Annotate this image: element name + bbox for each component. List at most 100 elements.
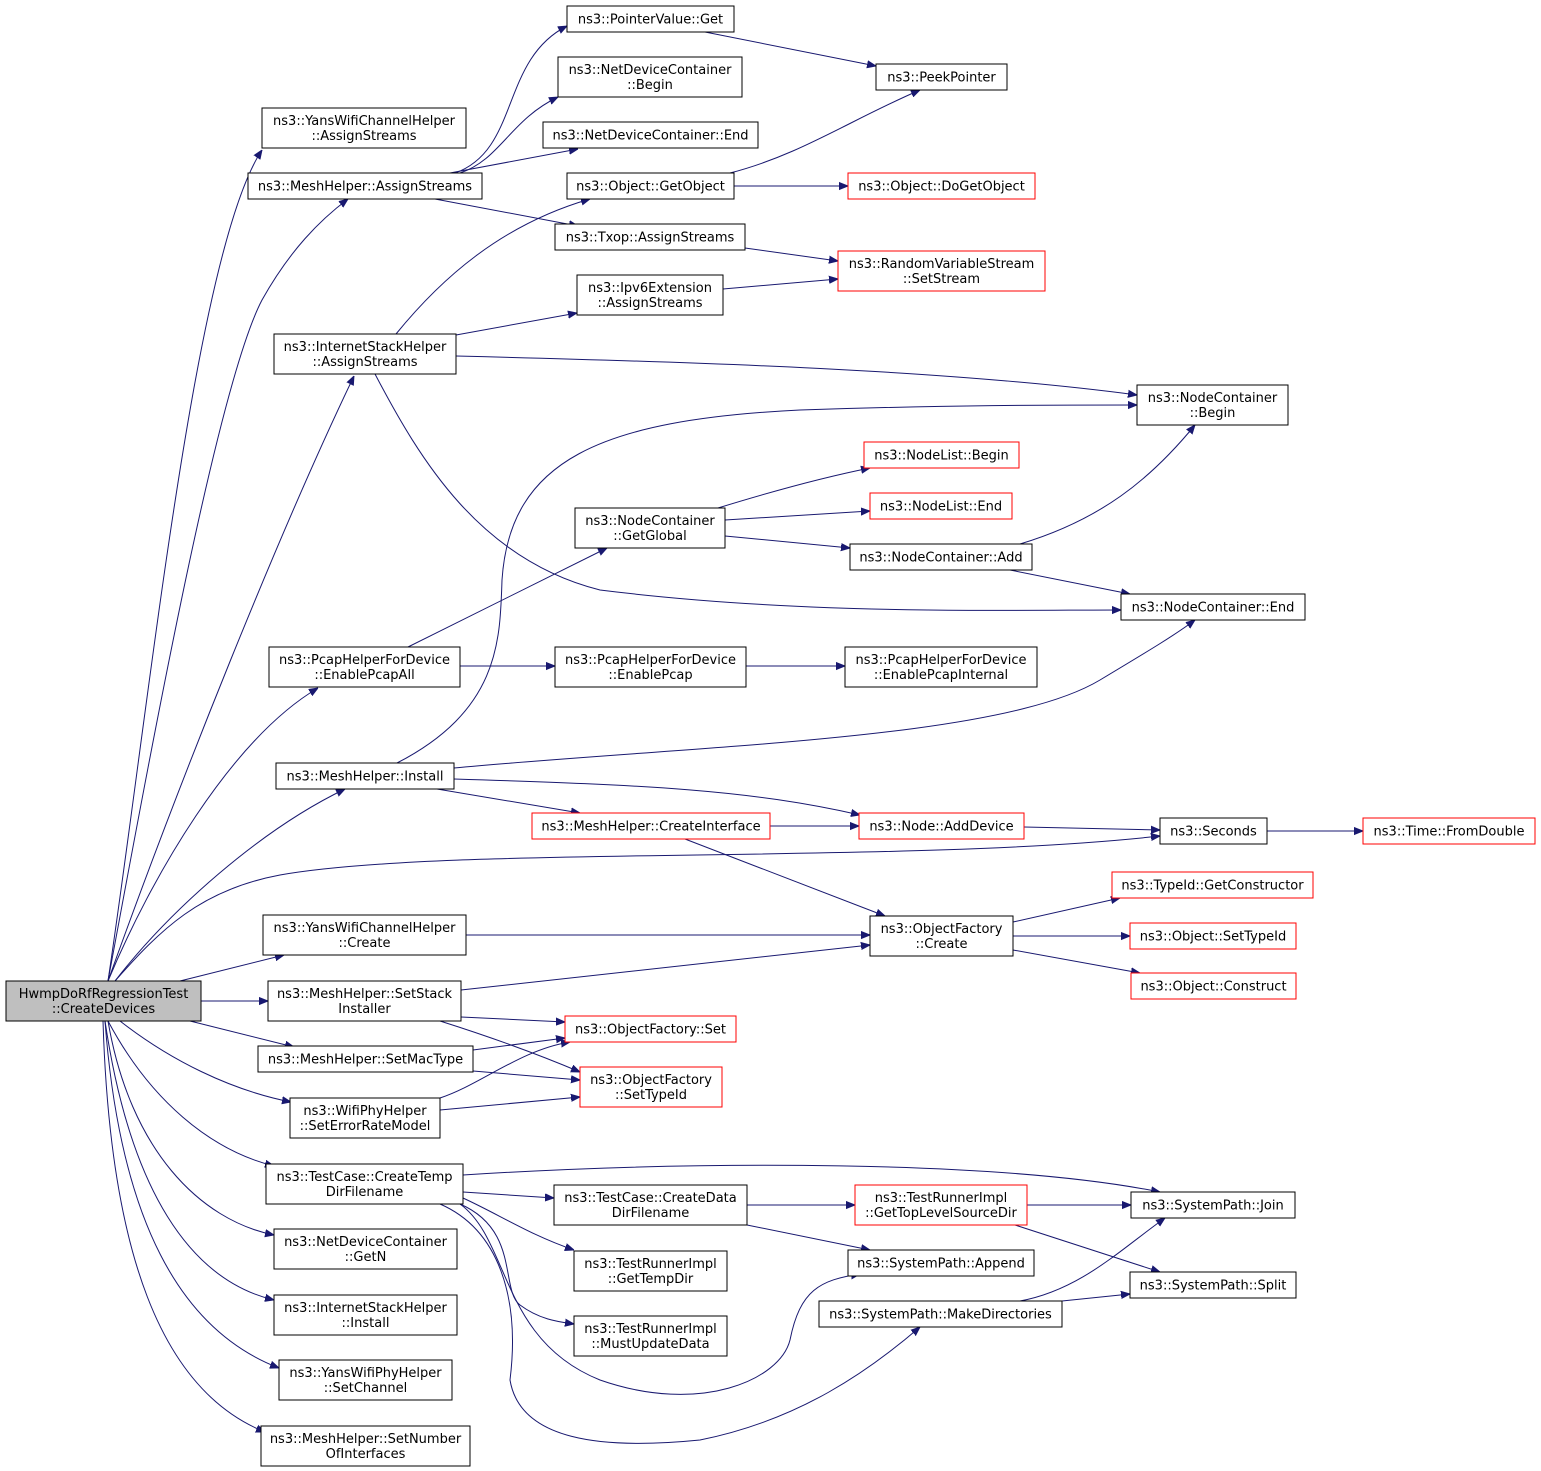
edge-nc_getglobal-to-nl_begin [717, 468, 870, 509]
edge-pcap_all-to-nc_getglobal [407, 548, 607, 648]
node-tri_gettemp[interactable]: ns3::TestRunnerImpl::GetTempDir [573, 1250, 728, 1292]
node-box [268, 646, 461, 688]
edge-nc_add-to-nc_begin [1019, 425, 1195, 545]
node-label: ns3::Object::DoGetObject [858, 180, 1025, 195]
node-box [847, 172, 1036, 200]
node-tri_gettoplevel[interactable]: ns3::TestRunnerImpl::GetTopLevelSourceDi… [854, 1184, 1028, 1226]
edge-root-to-yans_assign [107, 150, 262, 982]
node-nc_add[interactable]: ns3::NodeContainer::Add [849, 543, 1033, 571]
node-inet_install[interactable]: ns3::InternetStackHelper::Install [273, 1294, 458, 1336]
node-nl_end[interactable]: ns3::NodeList::End [869, 492, 1013, 520]
node-yans_create[interactable]: ns3::YansWifiChannelHelper::Create [262, 914, 467, 956]
node-box [275, 762, 455, 790]
node-of_set[interactable]: ns3::ObjectFactory::Set [564, 1015, 737, 1043]
node-label: ::AssignStreams [311, 129, 416, 144]
node-mesh_createif[interactable]: ns3::MeshHelper::CreateInterface [531, 812, 771, 840]
node-label: ns3::PcapHelperForDevice [565, 653, 736, 668]
edge-nc_getglobal-to-nl_end [724, 511, 870, 521]
node-box [579, 1066, 723, 1108]
edge-ipv6ext_assign-to-rvs_setstream [722, 279, 838, 290]
edge-root-to-inet_install [104, 1020, 274, 1300]
node-nl_begin[interactable]: ns3::NodeList::Begin [863, 441, 1020, 469]
edge-of_create-to-typeid_getctor [1012, 898, 1120, 923]
node-mesh_setmac[interactable]: ns3::MeshHelper::SetMacType [257, 1045, 474, 1073]
node-ipv6ext_assign[interactable]: ns3::Ipv6Extension::AssignStreams [576, 274, 724, 316]
node-ndc_begin[interactable]: ns3::NetDeviceContainer::Begin [557, 56, 743, 98]
node-box [1130, 972, 1297, 1000]
edge-inet_assign-to-nc_begin [455, 355, 1137, 395]
node-label: ns3::Ipv6Extension [588, 281, 712, 296]
node-yans_assign[interactable]: ns3::YansWifiChannelHelper::AssignStream… [261, 107, 467, 149]
node-box [837, 250, 1046, 292]
node-sp_join[interactable]: ns3::SystemPath::Join [1130, 1191, 1296, 1219]
node-ndc_getn[interactable]: ns3::NetDeviceContainer::GetN [273, 1228, 458, 1270]
edge-nc_getglobal-to-nc_add [724, 535, 850, 548]
node-obj_getobject[interactable]: ns3::Object::GetObject [566, 172, 735, 200]
node-box [273, 1294, 458, 1336]
node-pcap_enable[interactable]: ns3::PcapHelperForDevice::EnablePcap [554, 646, 747, 688]
node-label: ::MustUpdateData [591, 1337, 709, 1352]
node-label: ns3::YansWifiPhyHelper [289, 1366, 442, 1381]
node-box [847, 1249, 1035, 1277]
node-obj_settypeid[interactable]: ns3::Object::SetTypeId [1129, 922, 1297, 950]
node-seconds[interactable]: ns3::Seconds [1159, 817, 1268, 845]
node-nc_begin[interactable]: ns3::NodeContainer::Begin [1136, 384, 1289, 426]
node-tri_mustupdate[interactable]: ns3::TestRunnerImpl::MustUpdateData [573, 1315, 728, 1357]
node-ndc_end[interactable]: ns3::NetDeviceContainer::End [542, 121, 759, 149]
node-label: ns3::WifiPhyHelper [303, 1104, 427, 1119]
edge-tc_tempdir-to-tc_datadir [462, 1191, 554, 1198]
node-label: ns3::Object::GetObject [576, 180, 725, 195]
node-box [1130, 1191, 1296, 1219]
node-yans_setchannel[interactable]: ns3::YansWifiPhyHelper::SetChannel [278, 1359, 453, 1401]
edge-root-to-mesh_setnum [102, 1020, 265, 1433]
edge-of_create-to-obj_construct [1012, 949, 1140, 973]
node-of_create[interactable]: ns3::ObjectFactory::Create [869, 915, 1014, 957]
node-of_settypeid[interactable]: ns3::ObjectFactory::SetTypeId [579, 1066, 723, 1108]
node-box [265, 1163, 464, 1205]
node-sp_makedirs[interactable]: ns3::SystemPath::MakeDirectories [818, 1300, 1063, 1328]
node-label: ::EnablePcapAll [314, 668, 414, 683]
node-label: ::EnablePcapInternal [874, 668, 1008, 683]
node-layer: HwmpDoRfRegressionTest::CreateDevicesns3… [5, 5, 1536, 1467]
node-box [1120, 593, 1306, 621]
node-sp_append[interactable]: ns3::SystemPath::Append [847, 1249, 1035, 1277]
node-mesh_assign[interactable]: ns3::MeshHelper::AssignStreams [247, 172, 483, 200]
node-typeid_getctor[interactable]: ns3::TypeId::GetConstructor [1111, 871, 1314, 899]
node-label: ::Begin [1190, 406, 1236, 421]
node-pcap_internal[interactable]: ns3::PcapHelperForDevice::EnablePcapInte… [844, 646, 1038, 688]
node-obj_dogetobject[interactable]: ns3::Object::DoGetObject [847, 172, 1036, 200]
node-pcap_all[interactable]: ns3::PcapHelperForDevice::EnablePcapAll [268, 646, 461, 688]
node-inet_assign[interactable]: ns3::InternetStackHelper::AssignStreams [273, 333, 457, 375]
node-txop_assign[interactable]: ns3::Txop::AssignStreams [554, 223, 746, 251]
edge-root-to-tc_tempdir [107, 1020, 274, 1166]
node-time_fromdouble[interactable]: ns3::Time::FromDouble [1362, 817, 1536, 845]
node-peekpointer[interactable]: ns3::PeekPointer [875, 63, 1008, 91]
node-box [542, 121, 759, 149]
node-sp_split[interactable]: ns3::SystemPath::Split [1129, 1271, 1297, 1299]
edge-mesh_setmac-to-of_set [472, 1038, 565, 1051]
node-nc_getglobal[interactable]: ns3::NodeContainer::GetGlobal [574, 507, 726, 549]
node-label: ns3::SystemPath::Split [1140, 1279, 1287, 1294]
node-label: ns3::PcapHelperForDevice [279, 653, 450, 668]
node-label: ns3::SystemPath::MakeDirectories [829, 1308, 1052, 1323]
node-box [273, 1228, 458, 1270]
node-label: ns3::Object::SetTypeId [1140, 930, 1286, 945]
node-mesh_install[interactable]: ns3::MeshHelper::Install [275, 762, 455, 790]
node-ptr_get[interactable]: ns3::PointerValue::Get [566, 5, 735, 33]
node-rvs_setstream[interactable]: ns3::RandomVariableStream::SetStream [837, 250, 1046, 292]
node-wifi_seterr[interactable]: ns3::WifiPhyHelper::SetErrorRateModel [289, 1097, 441, 1139]
edge-root-to-pcap_all [107, 688, 318, 982]
node-label: ::SetTypeId [615, 1088, 687, 1103]
node-node_adddevice[interactable]: ns3::Node::AddDevice [858, 812, 1025, 840]
node-nc_end[interactable]: ns3::NodeContainer::End [1120, 593, 1306, 621]
node-box [267, 980, 462, 1022]
node-box [1362, 817, 1536, 845]
node-box [875, 63, 1008, 91]
node-root[interactable]: HwmpDoRfRegressionTest::CreateDevices [5, 980, 202, 1022]
node-label: ns3::YansWifiChannelHelper [274, 921, 457, 936]
node-obj_construct[interactable]: ns3::Object::Construct [1130, 972, 1297, 1000]
